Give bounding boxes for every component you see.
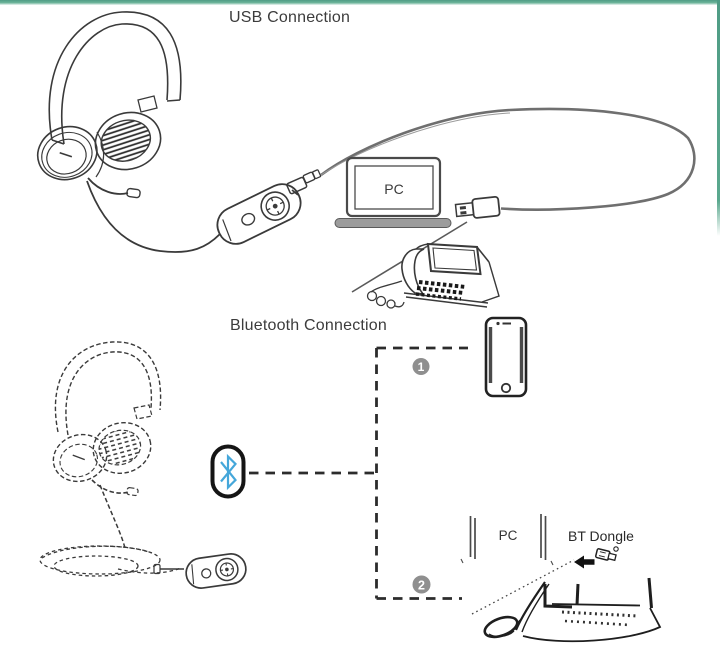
usb-plug-icon	[454, 195, 501, 219]
page-right-border	[717, 0, 720, 236]
usb-controller-icon	[216, 169, 322, 245]
bluetooth-icon	[210, 444, 246, 499]
smartphone-icon	[484, 316, 528, 398]
step-2-number: 2	[418, 579, 425, 593]
desk-phone-icon	[366, 242, 500, 309]
bt-dongle-icon	[574, 546, 619, 569]
usb-section-title: USB Connection	[229, 9, 351, 26]
bluetooth-section-art: 1 2 PC	[39, 316, 662, 643]
usb-cable	[320, 107, 696, 211]
dashed-connector-lines	[249, 346, 468, 600]
step-1-number: 1	[418, 360, 425, 374]
step-2-badge: 2	[412, 575, 431, 594]
bt-controller-icon	[153, 553, 247, 589]
laptop-icon: PC	[334, 156, 452, 228]
pc-tower-sketch: PC	[460, 514, 554, 566]
step-1-badge: 1	[412, 358, 430, 375]
bt-headset-icon	[52, 341, 162, 549]
laptop-pc-label: PC	[384, 181, 403, 197]
usb-section-art: PC	[36, 11, 696, 309]
page-top-border	[0, 0, 720, 5]
bluetooth-section-title: Bluetooth Connection	[230, 317, 387, 334]
usb-headset-icon	[36, 11, 221, 253]
desk-phone-2-icon	[483, 577, 662, 643]
tower-pc-label: PC	[499, 528, 518, 543]
dongle-phone-link-line	[471, 559, 575, 615]
bt-dongle-label: BT Dongle	[568, 528, 634, 544]
